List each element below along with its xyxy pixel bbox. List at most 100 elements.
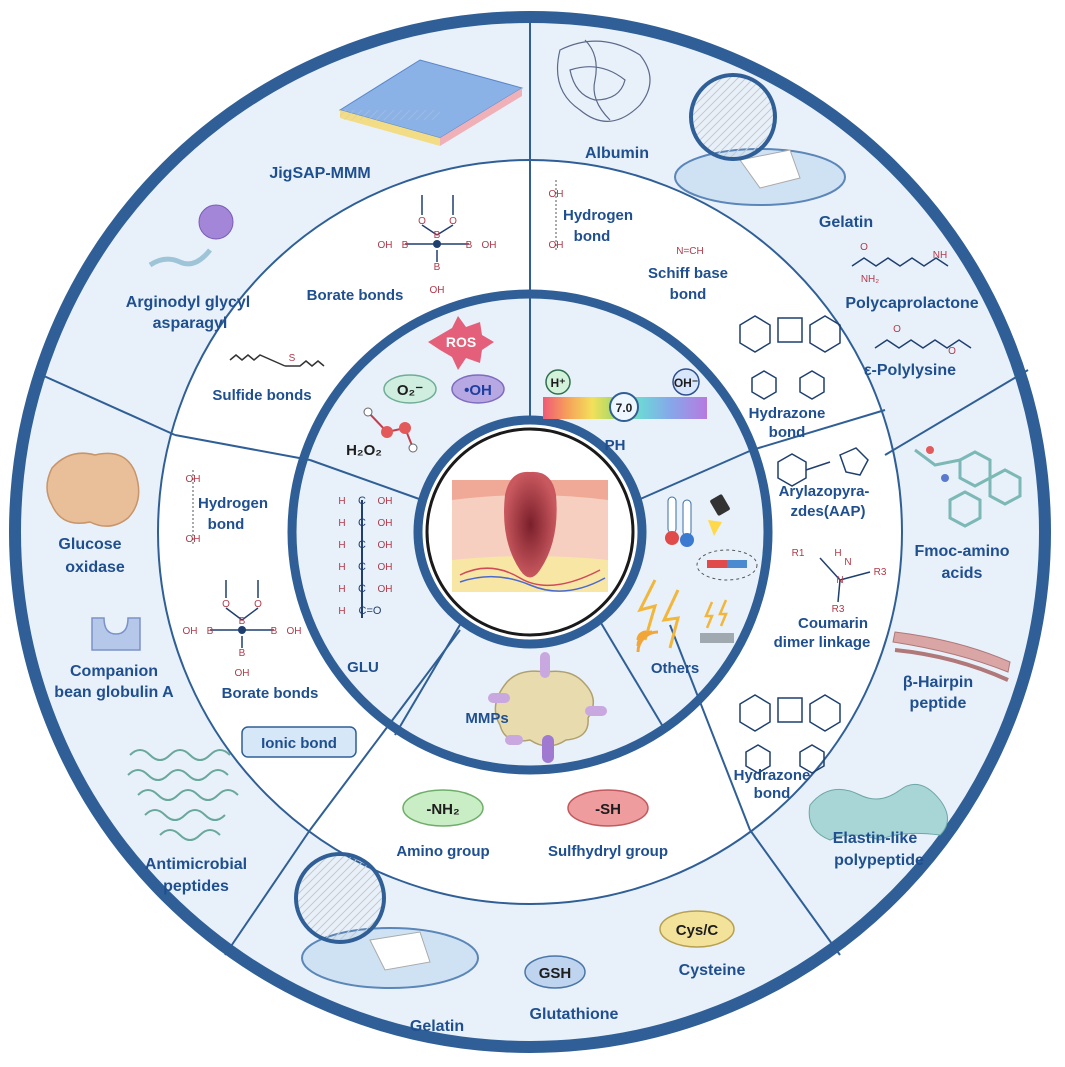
arginodyl-peptide-icon (148, 248, 212, 268)
hairpin-label-1: β-Hairpin (903, 674, 973, 691)
svg-text:R1: R1 (792, 548, 805, 559)
sulfide-structure (229, 354, 286, 367)
gsh-pill (524, 955, 586, 989)
outer-top-right-sector: Albumin Gelatin O NH₂ NH Polycaprolacton… (556, 39, 979, 379)
gsh-pill-label: GSH (539, 965, 572, 982)
svg-text:OH: OH (186, 474, 201, 485)
cys-pill-label: Cys/C (676, 922, 719, 939)
hydrogen-bond-label-left-1: Hydrogen (198, 495, 268, 512)
ph-neutral-label: 7.0 (616, 401, 633, 415)
albumin-icon (556, 39, 651, 122)
ionic-bond-pill (241, 726, 357, 758)
svg-text:NH: NH (933, 250, 947, 261)
middle-bottom-sector: -NH₂ Amino group -SH Sulfhydryl group (396, 789, 668, 860)
proton-label: H⁺ (551, 376, 566, 390)
outer-top-left-sector: JigSAP-MMM Arginodyl glycyl asparagyl (126, 59, 524, 332)
companion-label-2: bean globulin A (54, 684, 174, 701)
svg-text:N: N (844, 557, 851, 568)
polycaprolactone-structure (851, 257, 949, 267)
sector-dividers (34, 17, 1029, 956)
others-sector: Others (636, 494, 758, 677)
svg-text:H: H (834, 548, 841, 559)
sulfhydryl-pill-label: -SH (595, 801, 621, 818)
fmoc-label-1: Fmoc-amino (914, 543, 1009, 560)
gelatin-label-bottom: Gelatin (410, 1018, 464, 1035)
borate-bonds-label-top: Borate bonds (307, 287, 404, 304)
svg-text:OH: OH (482, 240, 497, 251)
svg-text:H: H (338, 518, 345, 529)
hydroxyl-label: •OH (464, 382, 492, 399)
aap-label-1: Arylazopyra- (779, 483, 870, 500)
elastin-label-1: Elastin-like (833, 830, 918, 847)
schiff-base-label-2: bond (670, 286, 707, 303)
svg-text:B: B (239, 648, 246, 659)
albumin-label: Albumin (585, 145, 649, 162)
svg-text:B: B (434, 230, 441, 241)
skin-wound-illustration (452, 471, 608, 592)
outer-left-sector: Glucose oxidase Companion bean globulin … (46, 452, 247, 895)
svg-text:B: B (271, 626, 278, 637)
svg-text:O: O (893, 324, 901, 335)
glucose-label-2: oxidase (65, 559, 125, 576)
superoxide-label: O₂⁻ (397, 382, 423, 399)
superoxide-pill (383, 374, 437, 404)
ph-label: PH (605, 437, 626, 454)
svg-text:O: O (449, 216, 457, 227)
sulfhydryl-pill (567, 789, 649, 827)
middle-right-sector: Arylazopyra- zdes(AAP) R1 H N N R3 R3 Co… (734, 447, 887, 802)
svg-text:O: O (254, 599, 262, 610)
mmp-enzyme-icon (494, 670, 594, 747)
svg-text:C: C (358, 495, 366, 507)
svg-text:S: S (289, 353, 296, 364)
coumarin-label-2: dimer linkage (774, 634, 871, 651)
coumarin-label-1: Coumarin (798, 615, 868, 632)
thermometer-hot-icon (665, 531, 679, 545)
hydroxide-label: OH⁻ (674, 376, 698, 390)
svg-text:C: C (358, 583, 366, 595)
svg-text:OH: OH (430, 285, 445, 296)
svg-text:OH: OH (186, 534, 201, 545)
svg-text:C: C (358, 517, 366, 529)
gelatin-fiber-icon-bottom (294, 852, 386, 944)
svg-text:OH: OH (378, 562, 393, 573)
svg-text:OH: OH (378, 518, 393, 529)
thermometer-cold-icon (680, 533, 694, 547)
hairpin-label-2: peptide (910, 695, 967, 712)
gelatin-fiber-icon-top (689, 73, 777, 161)
svg-text:H: H (338, 606, 345, 617)
hydroxyl-pill (451, 374, 505, 404)
gelatin-label-top: Gelatin (819, 214, 873, 231)
svg-text:O: O (948, 346, 956, 357)
svg-text:OH: OH (378, 496, 393, 507)
aap-label-2: zdes(AAP) (790, 503, 865, 520)
svg-text:H: H (338, 562, 345, 573)
companion-globulin-icon (91, 617, 141, 651)
schiff-base-label-1: Schiff base (648, 265, 728, 282)
jigsap-label: JigSAP-MMM (269, 165, 370, 182)
svg-text:OH: OH (549, 240, 564, 251)
h2o2-label: H₂O₂ (346, 442, 382, 459)
hydrazone-structure-top (739, 315, 841, 400)
fmoc-molecule-icon (914, 448, 1022, 528)
borate-structure-left (210, 580, 274, 648)
svg-text:H: H (338, 540, 345, 551)
svg-text:NH₂: NH₂ (861, 274, 879, 285)
svg-text:O: O (222, 599, 230, 610)
hydrazone-label-top-1: Hydrazone (749, 405, 826, 422)
borate-structure-top (405, 195, 469, 262)
hydrazone-label-top-2: bond (769, 424, 806, 441)
mmps-label: MMPs (465, 710, 508, 727)
svg-text:OH: OH (235, 668, 250, 679)
fmoc-label-2: acids (942, 565, 983, 582)
hydrazone-label-right-2: bond (754, 785, 791, 802)
h2o2-molecule-icon (363, 407, 418, 453)
svg-text:B: B (239, 616, 246, 627)
svg-text:C: C (358, 539, 366, 551)
glucose-oxidase-icon (46, 452, 140, 527)
companion-label-1: Companion (70, 663, 158, 680)
borate-bonds-label-left: Borate bonds (222, 685, 319, 702)
